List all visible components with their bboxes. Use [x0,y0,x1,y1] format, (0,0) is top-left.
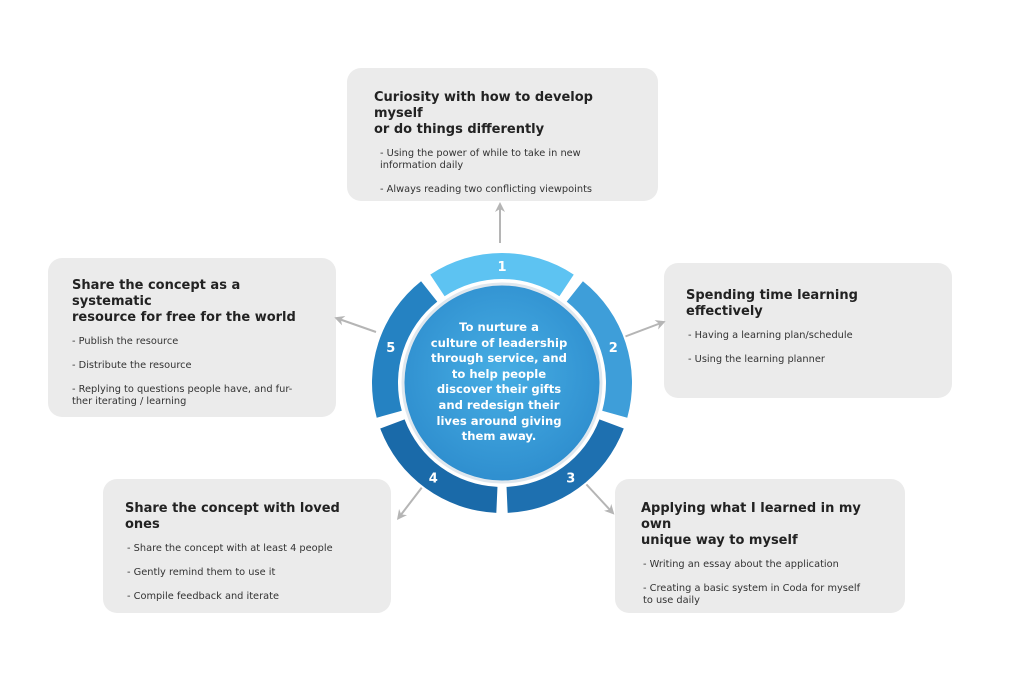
list-item: - Creating a basic system in Coda for my… [643,583,861,606]
card-title: Share the concept as a systematic resour… [72,278,320,326]
wheel-segment-4 [380,419,498,513]
arrow-to-card-3 [585,483,615,515]
card-title-line: Curiosity with how to develop myself [374,90,593,121]
card-step-5: Share the concept as a systematic resour… [48,258,336,417]
center-circle [404,285,600,481]
card-title: Curiosity with how to develop myself or … [374,90,638,138]
step-number-1: 1 [497,260,506,275]
card-step-1: Curiosity with how to develop myself or … [347,68,658,201]
card-step-2: Spending time learning effectively - Hav… [664,263,952,398]
list-item: - Writing an essay about the application [643,559,839,570]
card-title-line: resource for free for the world [72,310,296,325]
card-title: Share the concept with loved ones [125,501,373,533]
list-item: - Using the power of while to take in ne… [380,148,581,171]
list-item: - Compile feedback and iterate [127,591,279,602]
card-title-line: Applying what I learned in my own [641,501,861,532]
step-number-5: 5 [386,341,395,356]
card-title-line: Share the concept with loved ones [125,501,340,532]
list-item: - Distribute the resource [72,360,192,371]
list-item: - Having a learning plan/schedule [688,330,853,341]
arrow-to-card-4 [396,485,424,520]
list-item: - Always reading two conflicting viewpoi… [380,184,593,195]
card-title-line: Share the concept as a systematic [72,278,241,309]
card-title: Spending time learning effectively [686,288,934,320]
step-number-2: 2 [609,341,618,356]
wheel-segments: 1 2 3 4 5 [372,252,632,513]
card-title-line: unique way to myself [641,533,798,548]
connector-arrows [334,202,666,520]
card-title: Applying what I learned in my own unique… [641,501,887,549]
list-item: - Using the learning planner [688,354,825,365]
card-step-3: Applying what I learned in my own unique… [615,479,905,613]
card-title-line: Spending time learning effectively [686,288,858,319]
mission-statement: To nurture a culture of leadership throu… [430,320,568,444]
list-item: - Publish the resource [72,336,179,347]
wheel-segment-3 [506,419,624,513]
wheel-segment-2 [566,281,632,418]
card-step-4: Share the concept with loved ones - Shar… [103,479,391,613]
list-item: - Gently remind them to use it [127,567,276,578]
wheel-segment-5 [372,281,438,418]
step-number-4: 4 [429,472,438,487]
step-number-3: 3 [566,472,575,487]
list-item: - Share the concept with at least 4 peop… [127,543,333,554]
arrow-to-card-5 [334,315,377,333]
wheel-segment-1 [430,252,574,297]
center-circle-border [401,282,603,484]
card-title-line: or do things differently [374,122,545,137]
list-item: - Replying to questions people have, and… [72,384,293,407]
arrow-to-card-2 [623,320,666,338]
